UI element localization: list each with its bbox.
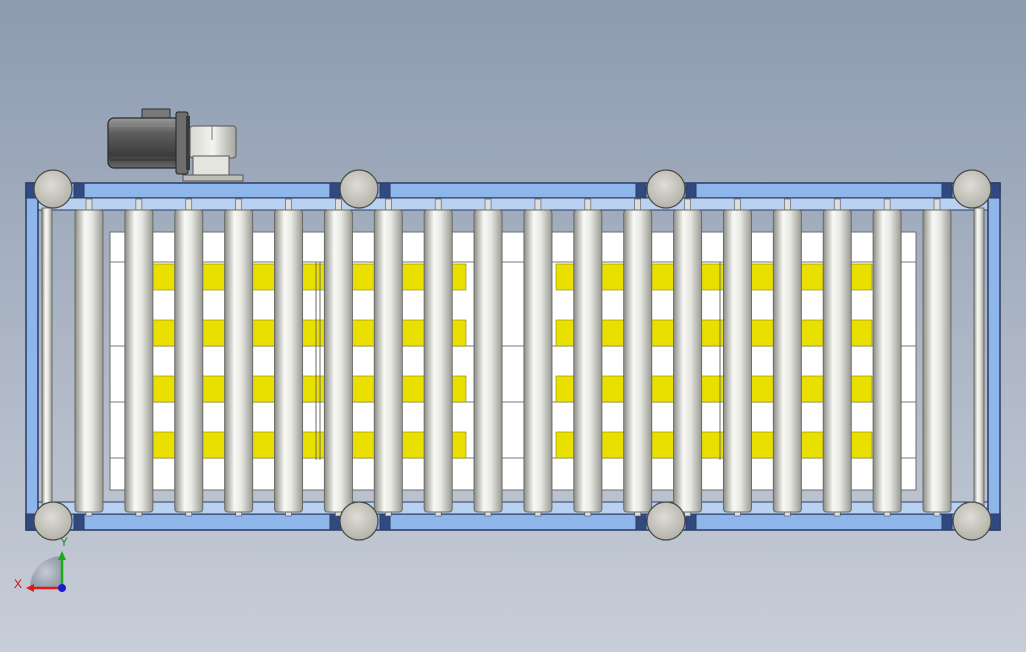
splice-block: [941, 513, 953, 531]
rail-lip: [25, 197, 1001, 211]
roller-tube: [573, 209, 603, 513]
roller: [124, 198, 154, 517]
side-rail: [25, 182, 1001, 199]
triad-x-label: X: [14, 577, 22, 591]
splice-block: [685, 182, 697, 199]
roller: [872, 198, 902, 517]
roller-tube: [224, 209, 254, 513]
support-foot: [339, 501, 379, 541]
roller-tube: [74, 209, 104, 513]
roller: [274, 198, 304, 517]
end-plate: [987, 182, 1001, 531]
roller: [623, 198, 653, 517]
roller: [224, 198, 254, 517]
roller-tube: [174, 209, 204, 513]
roller-tube: [922, 209, 952, 513]
roller: [772, 198, 802, 517]
splice-block: [379, 182, 391, 199]
roller-tube: [124, 209, 154, 513]
splice-block: [73, 513, 85, 531]
roller: [473, 198, 503, 517]
end-roller: [41, 207, 53, 509]
load-band: [555, 319, 873, 347]
end-plate: [25, 182, 39, 531]
support-foot: [952, 169, 992, 209]
splice-block: [379, 513, 391, 531]
support-foot: [33, 501, 73, 541]
gearbox-icon[interactable]: [182, 125, 244, 182]
roller-tube: [373, 209, 403, 513]
triad-y-label: Y: [60, 535, 68, 549]
roller: [523, 198, 553, 517]
splice-block: [635, 513, 647, 531]
splice-block: [329, 182, 341, 199]
side-rail: [25, 513, 1001, 531]
roller-tube: [872, 209, 902, 513]
support-foot: [646, 501, 686, 541]
load-band: [555, 375, 873, 403]
roller-tube: [623, 209, 653, 513]
support-foot: [646, 169, 686, 209]
end-roller: [973, 207, 985, 509]
splice-block: [329, 513, 341, 531]
axis-triad-icon: X Y: [14, 535, 68, 592]
conveyor-frame: [25, 182, 1001, 531]
splice-block: [73, 182, 85, 199]
roller-tube: [673, 209, 703, 513]
splice-block: [941, 182, 953, 199]
load-band: [151, 319, 467, 347]
load-band: [151, 263, 467, 291]
roller-tube: [822, 209, 852, 513]
roller-tube: [772, 209, 802, 513]
roller-tube: [473, 209, 503, 513]
support-foot: [339, 169, 379, 209]
roller: [373, 198, 403, 517]
roller-tube: [523, 209, 553, 513]
roller: [74, 198, 104, 517]
roller: [673, 198, 703, 517]
roller: [174, 198, 204, 517]
roller: [722, 198, 752, 517]
roller-group: [41, 198, 985, 517]
load-band: [555, 263, 873, 291]
roller-tube: [323, 209, 353, 513]
splice-block: [635, 182, 647, 199]
support-foot: [33, 169, 73, 209]
roller: [822, 198, 852, 517]
roller-tube: [722, 209, 752, 513]
roller-tube: [274, 209, 304, 513]
roller: [922, 198, 952, 517]
roller: [573, 198, 603, 517]
support-feet: [33, 169, 992, 541]
roller: [323, 198, 353, 517]
roller: [423, 198, 453, 517]
splice-block: [685, 513, 697, 531]
roller-tube: [423, 209, 453, 513]
support-foot: [952, 501, 992, 541]
rail-lip: [25, 501, 1001, 515]
drive-motor-icon[interactable]: [107, 108, 190, 175]
load-band: [151, 431, 467, 459]
load-band: [555, 431, 873, 459]
